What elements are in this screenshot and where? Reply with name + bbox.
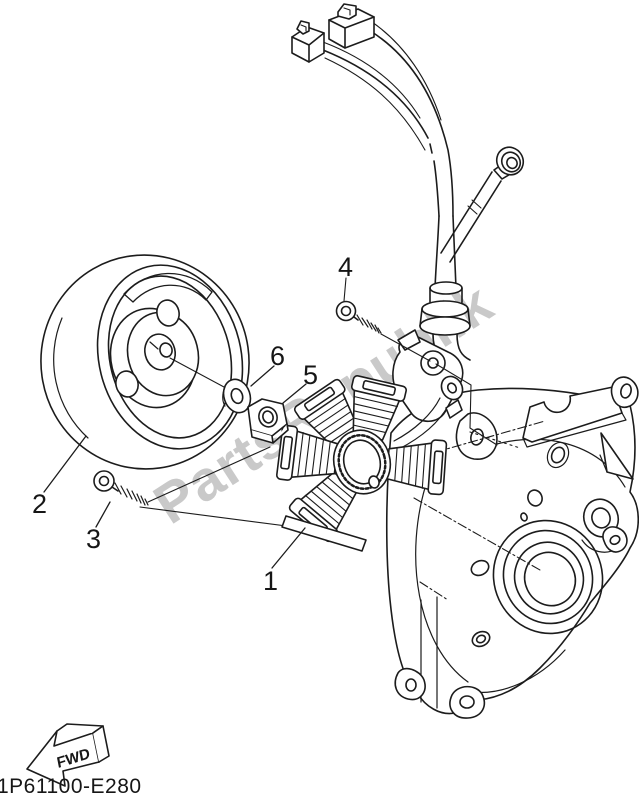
fwd-arrow: FWD (26, 723, 110, 787)
connector-small (291, 20, 325, 63)
callout-1: 1 (263, 566, 278, 596)
callout-2: 2 (32, 489, 47, 519)
leader-line-bolt (380, 333, 498, 446)
callout-leaders (43, 365, 307, 569)
callout-3: 3 (86, 524, 101, 554)
nut (247, 398, 289, 444)
rotor-flywheel (40, 254, 250, 470)
washer (222, 378, 252, 414)
assembly-lines (139, 446, 303, 529)
screw (93, 470, 149, 506)
wire-harness (322, 21, 457, 289)
crankcase-cover (385, 376, 639, 719)
stator-assembly (275, 374, 463, 552)
part-number-label: 1P61100-E280 (0, 775, 142, 798)
callout-4: 4 (338, 252, 353, 282)
wire-grommet-holder (392, 281, 471, 423)
ring-terminal (495, 146, 525, 176)
callout-6: 6 (270, 341, 285, 371)
bolt (335, 277, 382, 334)
connector-large (328, 3, 375, 49)
callout-5: 5 (303, 360, 318, 390)
